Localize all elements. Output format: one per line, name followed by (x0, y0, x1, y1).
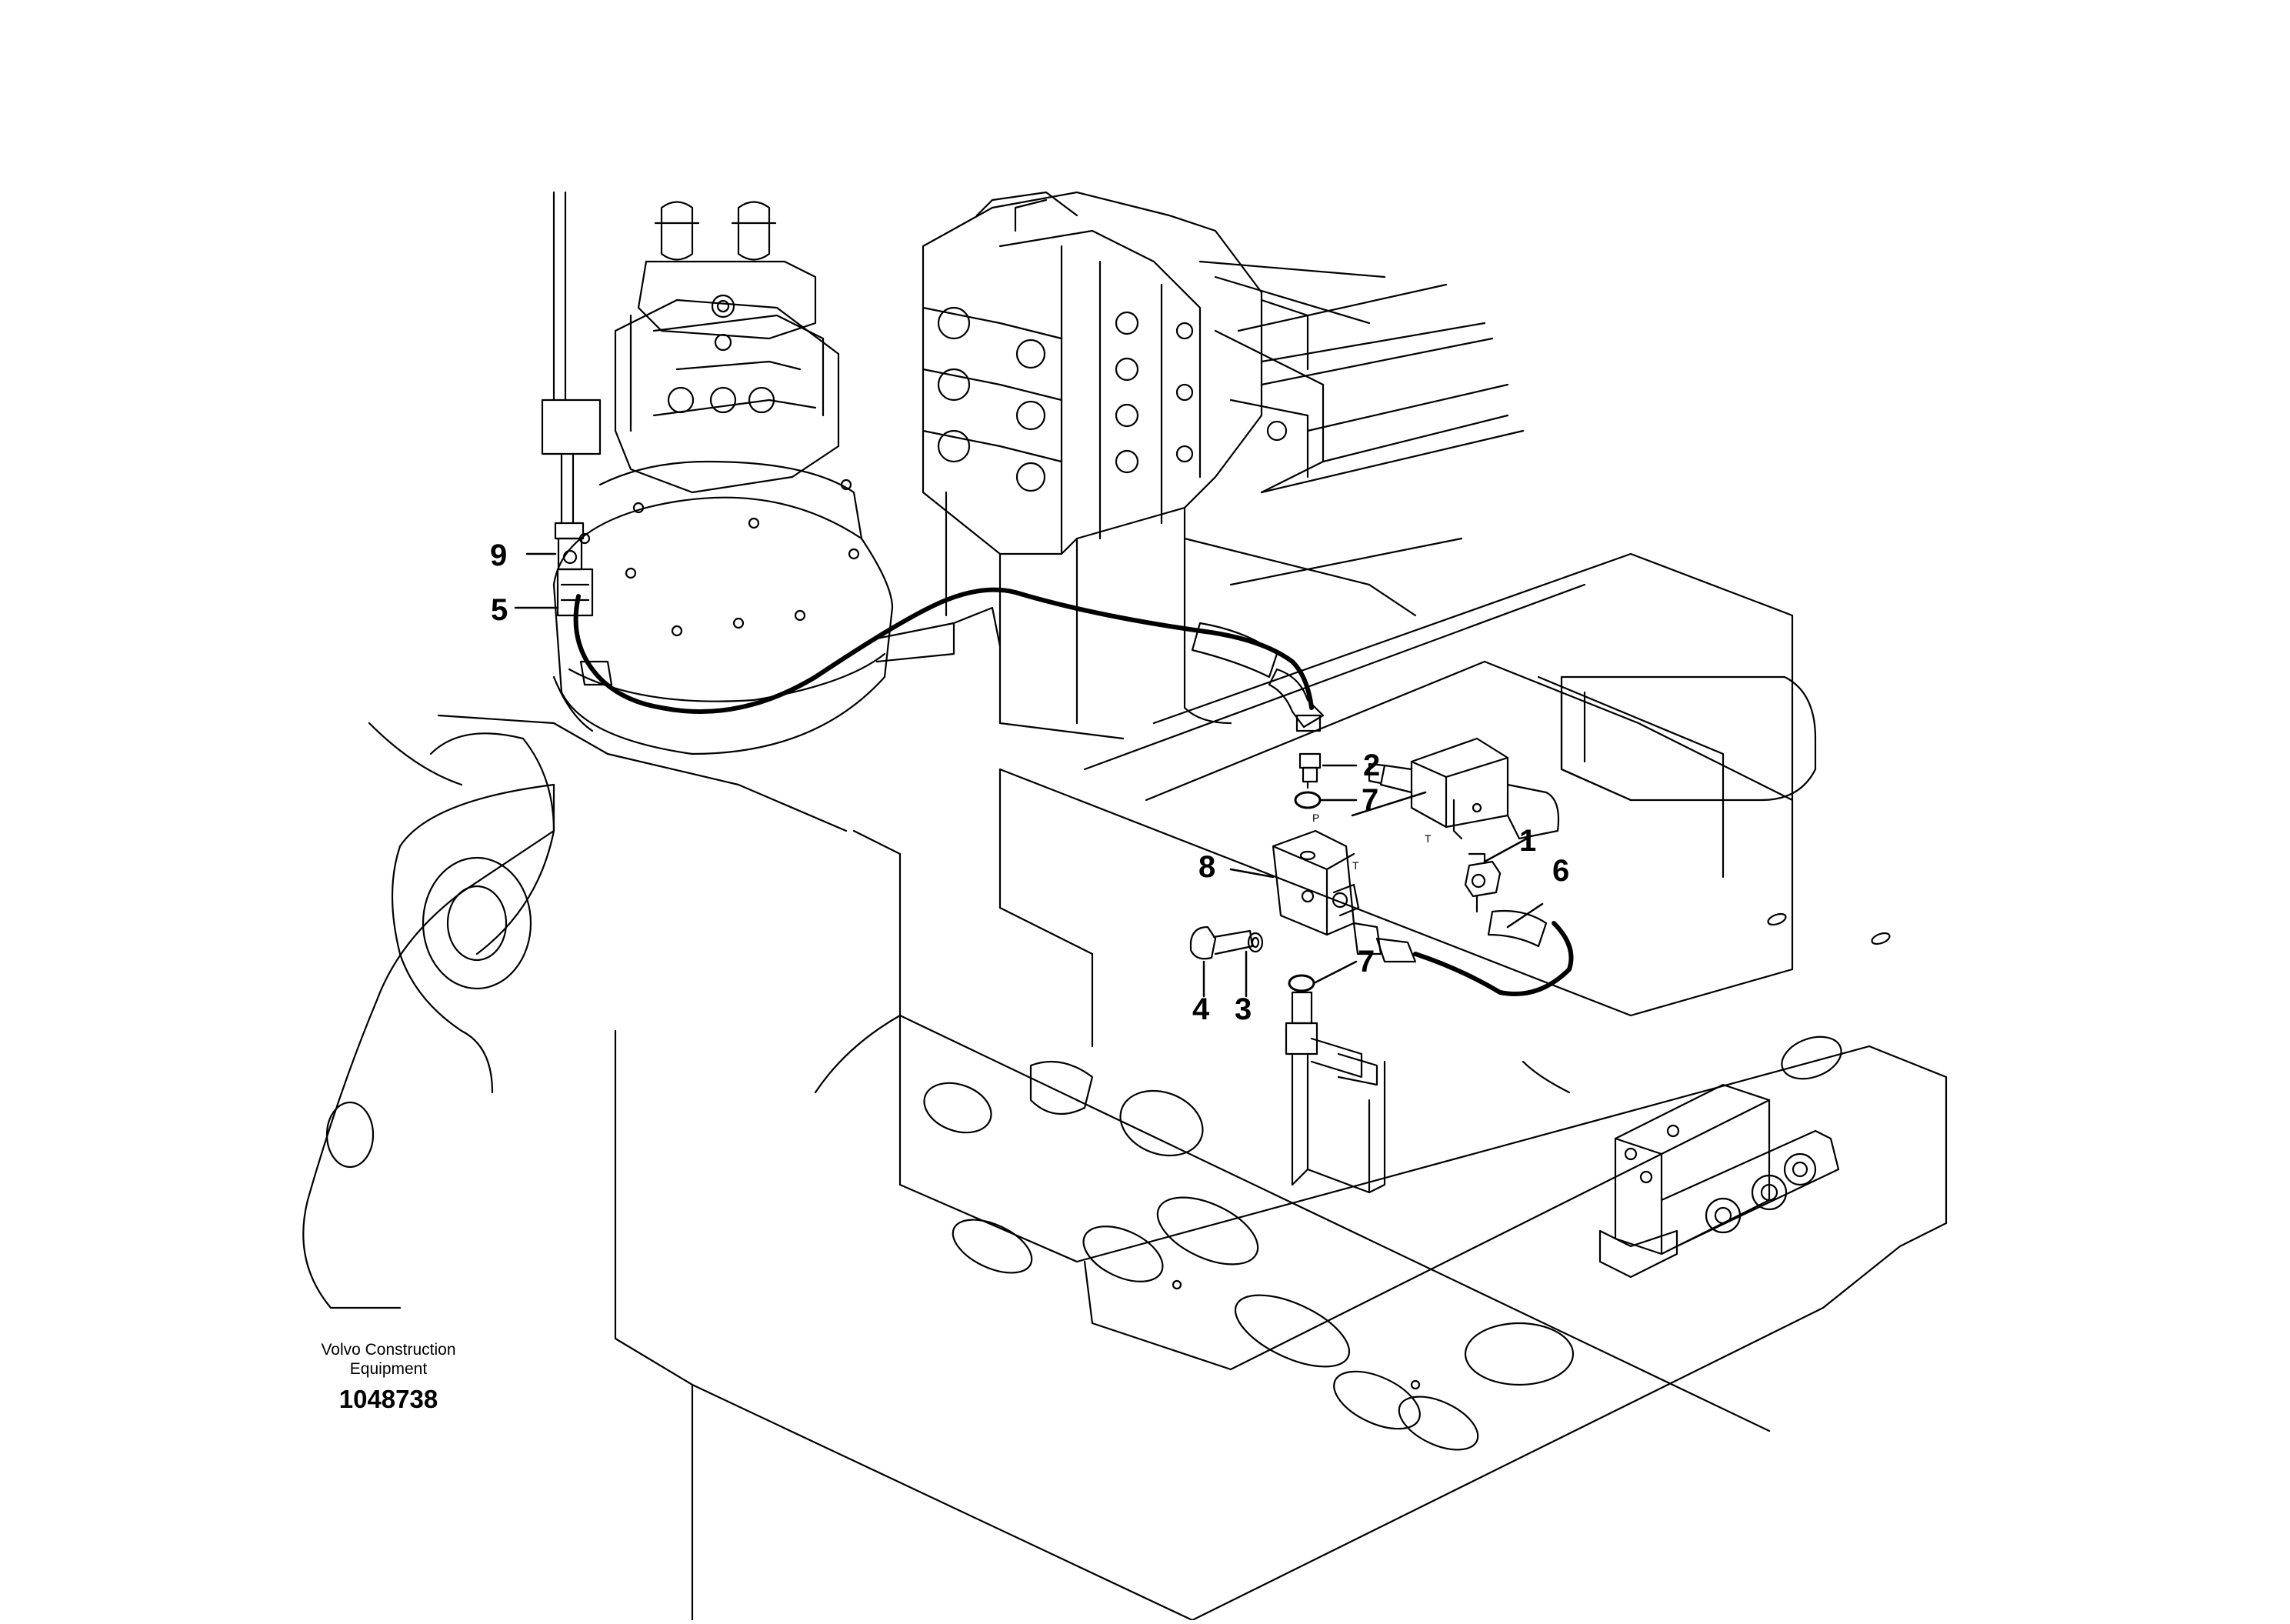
control-valve (922, 191, 1325, 740)
callout-4: 4 (1192, 992, 1210, 1026)
pressure-sensor-lower (1285, 991, 1386, 1194)
callout-9: 9 (490, 539, 507, 572)
port-marks: P T T (1312, 812, 1432, 872)
callout-3: 3 (1235, 992, 1252, 1026)
callout-7-bottom: 7 (1358, 945, 1375, 979)
company-caption: Volvo Construction Equipment (262, 1340, 515, 1379)
swing-motor (552, 201, 894, 755)
callout-7-top: 7 (1362, 783, 1378, 817)
bolt-4 (1189, 925, 1254, 960)
frame-outline (302, 552, 1948, 1622)
company-line-1: Volvo Construction (321, 1341, 456, 1359)
leader-lines (514, 552, 1544, 998)
callout-2: 2 (1363, 749, 1380, 782)
adapter-2 (1298, 752, 1322, 789)
hose-5 (556, 568, 1325, 732)
drawing-number: 1048738 (338, 1385, 438, 1413)
callout-5: 5 (491, 593, 508, 627)
callout-labels: 1 2 3 4 5 6 7 7 8 9 (490, 539, 1569, 1026)
frame-slots (325, 856, 1891, 1451)
hose-6 (1352, 909, 1574, 996)
callout-6: 6 (1552, 854, 1569, 888)
tee-fitting-1 (1464, 852, 1502, 913)
pressure-switch-block (1368, 737, 1560, 840)
block-8 (1272, 829, 1360, 936)
solenoid-block (1598, 1083, 1840, 1279)
o-ring-7-bottom (1288, 974, 1315, 992)
port-mark-t-block: T (1352, 859, 1359, 872)
callout-1: 1 (1519, 824, 1536, 858)
pipe-runs (875, 260, 1525, 663)
pivot-boss (429, 732, 555, 955)
company-line-2: Equipment (349, 1360, 428, 1378)
port-mark-t-tee: T (1425, 832, 1432, 845)
port-mark-p: P (1312, 812, 1319, 824)
pilot-line-left (541, 191, 602, 571)
callout-8: 8 (1198, 850, 1215, 884)
o-ring-7-top (1294, 791, 1322, 809)
right-tank-block (1560, 675, 1817, 802)
